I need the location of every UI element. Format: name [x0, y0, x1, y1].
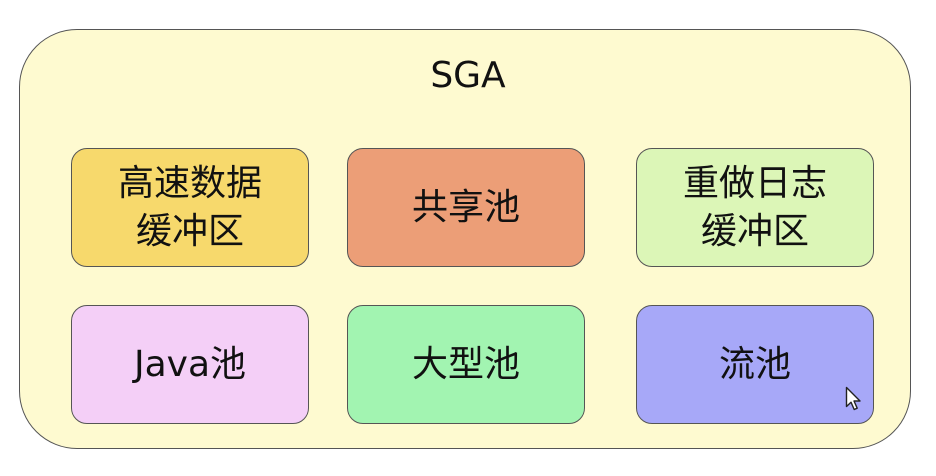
- redo-log-buffer-box: 重做日志 缓冲区: [636, 148, 874, 267]
- large-pool-box: 大型池: [347, 305, 585, 424]
- mouse-pointer-icon: [845, 386, 861, 411]
- sga-title: SGA: [430, 55, 506, 96]
- shared-pool-box: 共享池: [347, 148, 585, 267]
- java-pool-box: Java池: [71, 305, 309, 424]
- streams-pool-box: 流池: [636, 305, 874, 424]
- database-buffer-cache-box: 高速数据 缓冲区: [71, 148, 309, 267]
